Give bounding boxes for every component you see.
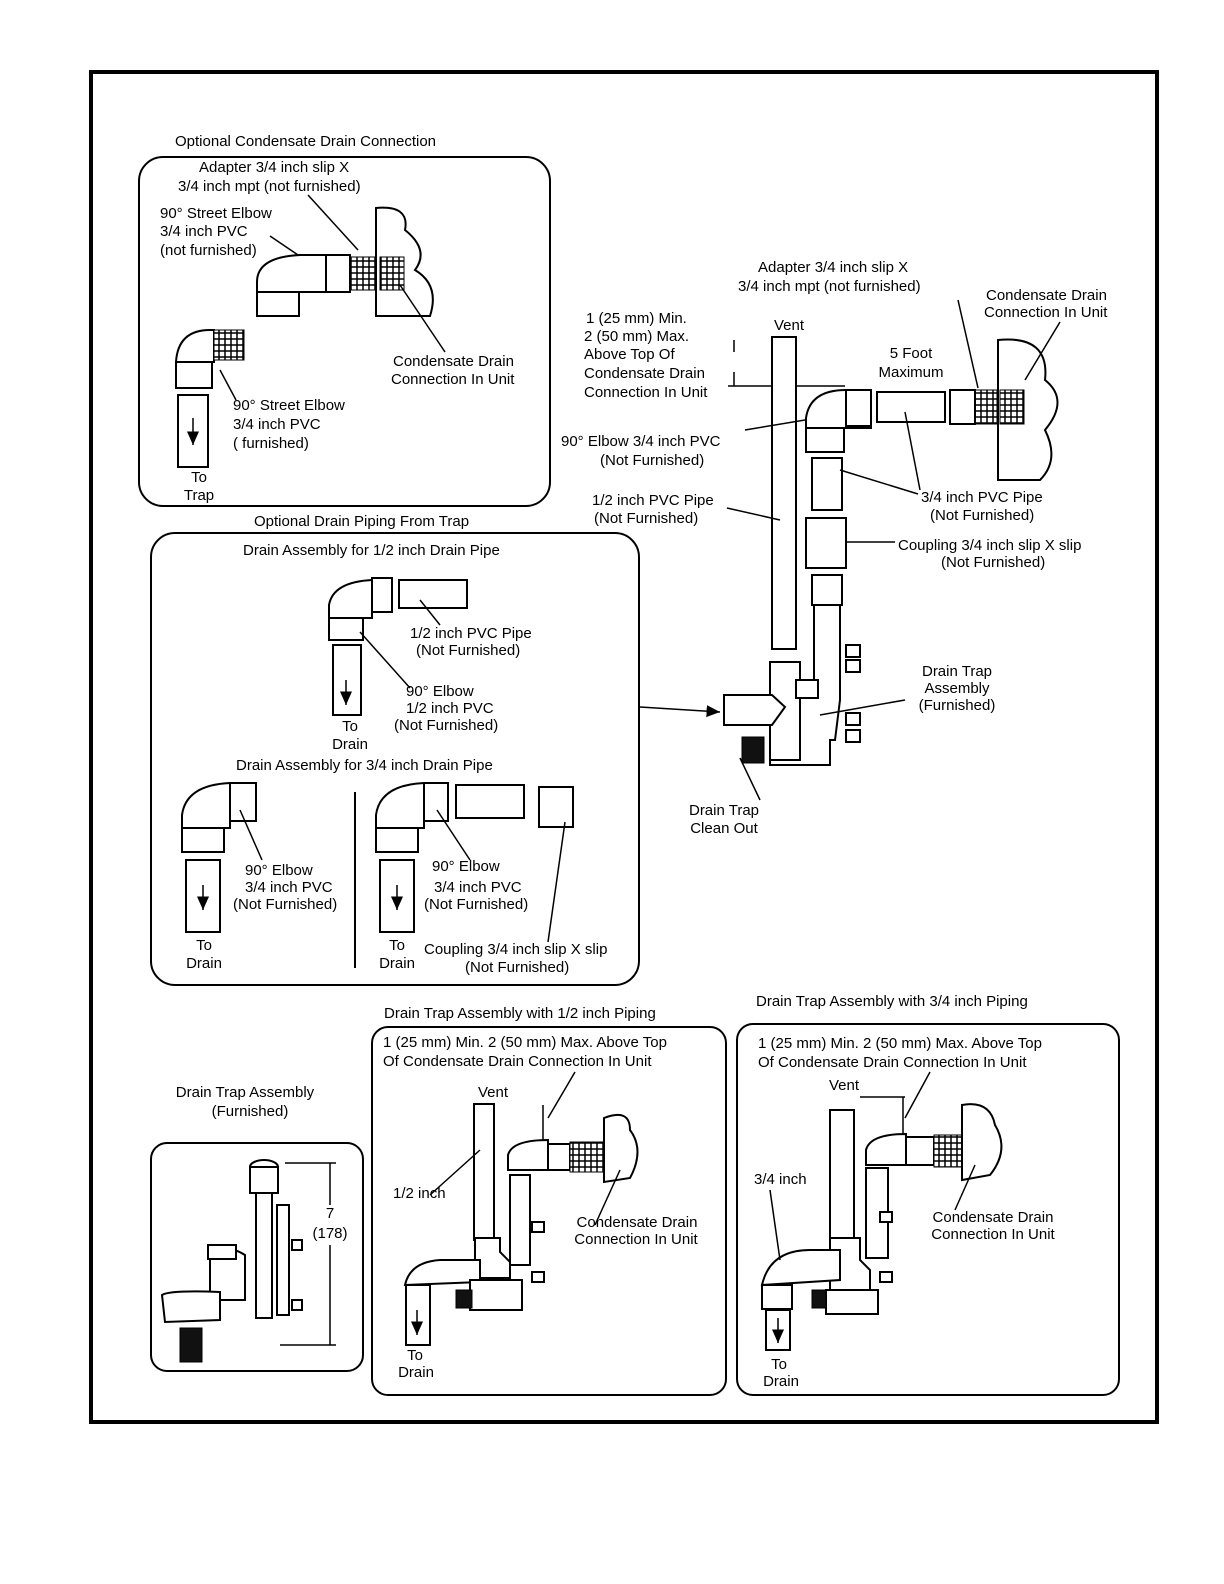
tq-left-elbow-1: 90° Elbow xyxy=(245,862,313,879)
trap-small-title-2: (Furnished) xyxy=(212,1103,289,1120)
street-elbow-f-1: 90° Street Elbow xyxy=(233,397,345,414)
half-elbow-2: 1/2 inch PVC xyxy=(406,700,494,717)
tq-left-elbow-3: (Not Furnished) xyxy=(233,896,337,913)
street-elbow-f-3: ( furnished) xyxy=(233,435,309,452)
street-elbow-f-2: 3/4 inch PVC xyxy=(233,416,321,433)
tq-pipe-2: (Not Furnished) xyxy=(930,507,1034,524)
right-to-drain-1: To xyxy=(389,937,405,954)
trap-assembly-small: Drain Trap Assembly (Furnished) 7 (178) xyxy=(150,1084,364,1372)
optional-coupling-1: Coupling 3/4 inch slip X slip xyxy=(424,941,607,958)
tq-piping-title: Drain Trap Assembly with 3/4 inch Piping xyxy=(756,993,1028,1010)
half-size: 1/2 inch xyxy=(393,1185,446,1202)
trap-small-title-1: Drain Trap Assembly xyxy=(176,1084,315,1101)
tq-to-drain-label-1: To xyxy=(771,1356,787,1373)
half-to-drain-1: To xyxy=(342,718,358,735)
adapter-label-1: Adapter 3/4 inch slip X xyxy=(199,159,349,176)
half-pipe-label-1: 1/2 inch PVC Pipe xyxy=(410,625,532,642)
coupling-1: Coupling 3/4 inch slip X slip xyxy=(898,537,1081,554)
half-condensate-1: Condensate Drain xyxy=(577,1214,698,1231)
tq-assembly-title: Drain Assembly for 3/4 inch Drain Pipe xyxy=(236,757,493,774)
half-pipe-2: (Not Furnished) xyxy=(594,510,698,527)
tq-right-elbow-2: 3/4 inch PVC xyxy=(434,879,522,896)
five-foot-2: Maximum xyxy=(878,364,943,381)
half-inch-piping-panel: Drain Trap Assembly with 1/2 inch Piping… xyxy=(371,1005,727,1396)
half-elbow-3: (Not Furnished) xyxy=(394,717,498,734)
tq-minmax-1: 1 (25 mm) Min. 2 (50 mm) Max. Above Top xyxy=(758,1035,1042,1052)
clean-out-2: Clean Out xyxy=(690,820,758,837)
half-to-drain-label-2: Drain xyxy=(398,1364,434,1381)
tq-vent: Vent xyxy=(829,1077,860,1094)
tq-left-elbow-2: 3/4 inch PVC xyxy=(245,879,333,896)
panel-title: Optional Condensate Drain Connection xyxy=(175,133,436,150)
tq-minmax-2: Of Condensate Drain Connection In Unit xyxy=(758,1054,1027,1071)
coupling-2: (Not Furnished) xyxy=(941,554,1045,571)
elbow-label-1: 90° Elbow 3/4 inch PVC xyxy=(561,433,721,450)
minmax-2: 2 (50 mm) Max. xyxy=(584,328,689,345)
to-trap-2: Trap xyxy=(184,487,214,504)
half-assembly-title: Drain Assembly for 1/2 inch Drain Pipe xyxy=(243,542,500,559)
minmax-5: Connection In Unit xyxy=(584,384,708,401)
trap-assembly-1: Drain Trap xyxy=(922,663,992,680)
main-adapter-1: Adapter 3/4 inch slip X xyxy=(758,259,908,276)
clean-out-1: Drain Trap xyxy=(689,802,759,819)
five-foot-1: 5 Foot xyxy=(890,345,933,362)
left-to-drain-2: Drain xyxy=(186,955,222,972)
tq-pipe-1: 3/4 inch PVC Pipe xyxy=(921,489,1043,506)
tq-condensate-2: Connection In Unit xyxy=(931,1226,1055,1243)
condensate-label-2: Connection In Unit xyxy=(391,371,515,388)
half-minmax-1: 1 (25 mm) Min. 2 (50 mm) Max. Above Top xyxy=(383,1034,667,1051)
minmax-3: Above Top Of xyxy=(584,346,675,363)
left-to-drain-1: To xyxy=(196,937,212,954)
main-adapter-2: 3/4 inch mpt (not furnished) xyxy=(738,278,921,295)
adapter-label-2: 3/4 inch mpt (not furnished) xyxy=(178,178,361,195)
main-condensate-2: Connection In Unit xyxy=(984,304,1108,321)
minmax-4: Condensate Drain xyxy=(584,365,705,382)
half-pipe-1: 1/2 inch PVC Pipe xyxy=(592,492,714,509)
to-trap-1: To xyxy=(191,469,207,486)
half-piping-title: Drain Trap Assembly with 1/2 inch Piping xyxy=(384,1005,656,1022)
tq-condensate-1: Condensate Drain xyxy=(933,1209,1054,1226)
trap-assembly-3: (Furnished) xyxy=(919,697,996,714)
half-to-drain-label-1: To xyxy=(407,1347,423,1364)
street-elbow-nf-2: 3/4 inch PVC xyxy=(160,223,248,240)
dim-7: 7 xyxy=(326,1205,334,1222)
tq-size: 3/4 inch xyxy=(754,1171,807,1188)
main-vent-label: Vent xyxy=(774,317,805,334)
minmax-1: 1 (25 mm) Min. xyxy=(586,310,687,327)
half-elbow-1: 90° Elbow xyxy=(406,683,474,700)
half-minmax-2: Of Condensate Drain Connection In Unit xyxy=(383,1053,652,1070)
elbow-label-2: (Not Furnished) xyxy=(600,452,704,469)
optional-coupling-2: (Not Furnished) xyxy=(465,959,569,976)
half-to-drain-2: Drain xyxy=(332,736,368,753)
dim-178: (178) xyxy=(312,1225,347,1242)
optional-condensate-panel: Optional Condensate Drain Connection Ada… xyxy=(138,133,551,507)
optional-title: Optional Drain Piping From Trap xyxy=(254,513,469,530)
half-pipe-label-2: (Not Furnished) xyxy=(416,642,520,659)
half-vent: Vent xyxy=(478,1084,509,1101)
tq-right-elbow-1: 90° Elbow xyxy=(432,858,500,875)
main-assembly: Adapter 3/4 inch slip X 3/4 inch mpt (no… xyxy=(561,259,1108,837)
street-elbow-nf-1: 90° Street Elbow xyxy=(160,205,272,222)
outer-frame xyxy=(89,70,1159,1424)
condensate-label-1: Condensate Drain xyxy=(393,353,514,370)
tq-right-elbow-3: (Not Furnished) xyxy=(424,896,528,913)
right-to-drain-2: Drain xyxy=(379,955,415,972)
trap-assembly-2: Assembly xyxy=(924,680,990,697)
street-elbow-nf-3: (not furnished) xyxy=(160,242,257,259)
tq-to-drain-label-2: Drain xyxy=(763,1373,799,1390)
optional-drain-panel: Optional Drain Piping From Trap Drain As… xyxy=(150,513,640,986)
main-condensate-1: Condensate Drain xyxy=(986,287,1107,304)
three-quarter-piping-panel: Drain Trap Assembly with 3/4 inch Piping… xyxy=(736,993,1120,1396)
half-condensate-2: Connection In Unit xyxy=(574,1231,698,1248)
